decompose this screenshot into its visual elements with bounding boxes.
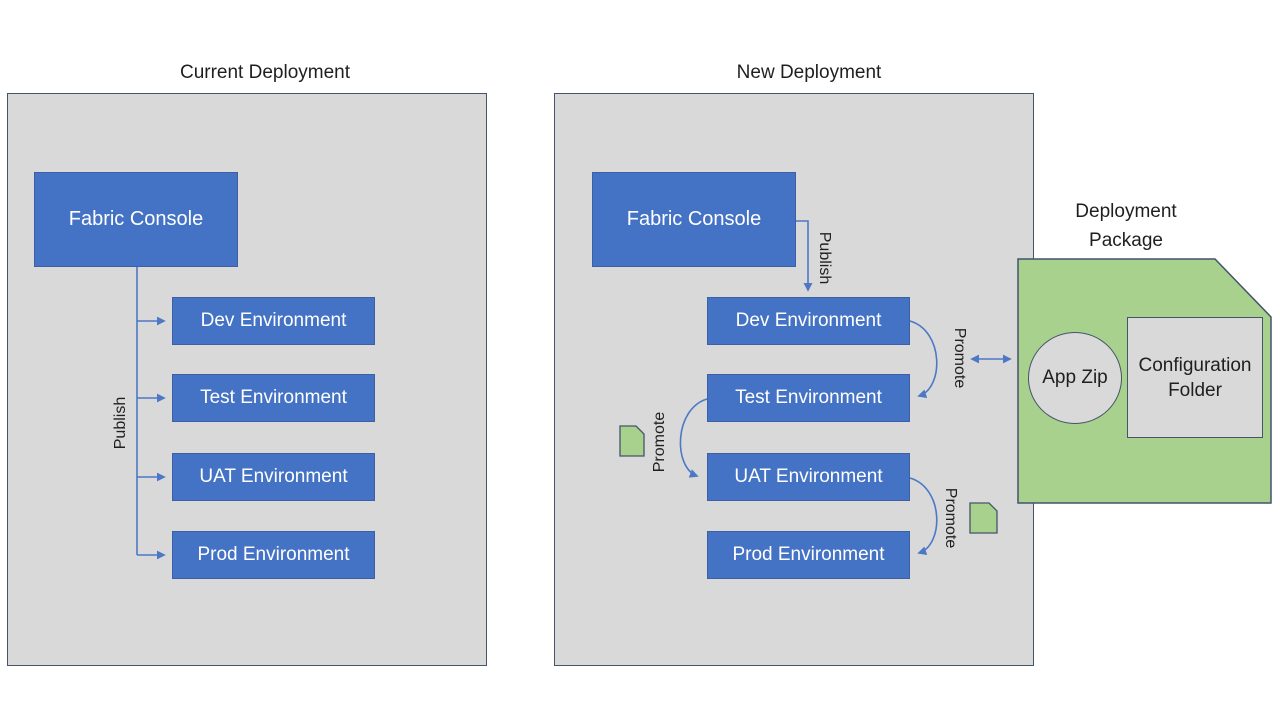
current-prod-environment-box: Prod Environment: [172, 531, 375, 579]
new-deployment-title: New Deployment: [736, 62, 882, 83]
current-test-environment-box: Test Environment: [172, 374, 375, 422]
current-test-environment-label: Test Environment: [200, 387, 347, 408]
new-test-environment-box: Test Environment: [707, 374, 910, 422]
current-prod-environment-label: Prod Environment: [197, 544, 350, 565]
new-uat-environment-label: UAT Environment: [734, 466, 883, 487]
configuration-folder-label: Configuration Folder: [1138, 354, 1252, 401]
new-prod-environment-box: Prod Environment: [707, 531, 910, 579]
new-fabric-console-label: Fabric Console: [626, 208, 762, 230]
current-publish-label: Publish: [112, 396, 129, 450]
new-dev-environment-box: Dev Environment: [707, 297, 910, 345]
current-uat-environment-box: UAT Environment: [172, 453, 375, 501]
new-uat-environment-box: UAT Environment: [707, 453, 910, 501]
app-zip-circle: App Zip: [1028, 332, 1122, 424]
configuration-folder-box: Configuration Folder: [1127, 317, 1263, 438]
app-zip-label: App Zip: [1042, 367, 1108, 388]
current-uat-environment-label: UAT Environment: [199, 466, 348, 487]
new-publish-label: Publish: [816, 231, 833, 285]
promote-uat-prod-label: Promote: [942, 487, 959, 549]
current-dev-environment-box: Dev Environment: [172, 297, 375, 345]
promote-test-uat-label: Promote: [651, 411, 668, 473]
current-fabric-console-box: Fabric Console: [34, 172, 238, 267]
new-dev-environment-label: Dev Environment: [735, 310, 882, 331]
new-fabric-console-box: Fabric Console: [592, 172, 796, 267]
new-prod-environment-label: Prod Environment: [732, 544, 885, 565]
current-fabric-console-label: Fabric Console: [68, 208, 204, 230]
deployment-package-title: Deployment Package: [1075, 201, 1177, 251]
current-deployment-title: Current Deployment: [179, 62, 351, 83]
current-dev-environment-label: Dev Environment: [200, 310, 347, 331]
new-test-environment-label: Test Environment: [735, 387, 882, 408]
promote-dev-test-label: Promote: [951, 327, 968, 389]
